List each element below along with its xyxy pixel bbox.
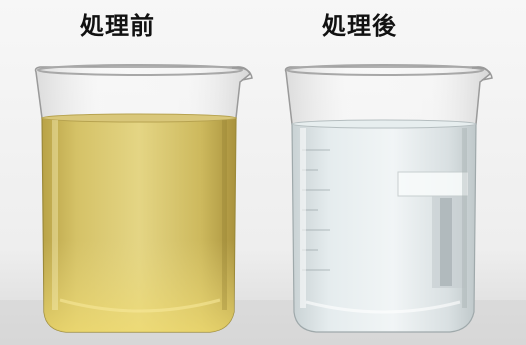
after-treatment-label: 処理後	[322, 12, 397, 40]
beaker-before	[34, 64, 253, 333]
beaker-after	[284, 64, 493, 333]
before-treatment-label: 処理前	[80, 12, 155, 40]
